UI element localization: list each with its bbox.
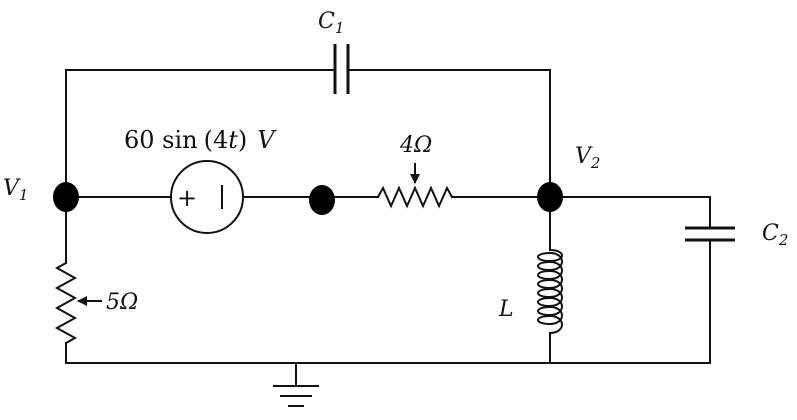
ground-symbol xyxy=(273,362,319,407)
r-shunt-label: 5Ω xyxy=(106,290,138,315)
capacitor-c1 xyxy=(333,44,350,94)
node-v2 xyxy=(537,182,563,212)
v2-label: V2 xyxy=(575,144,600,172)
source-label: 60 sin(4t)V xyxy=(124,126,277,154)
c2-label: C2 xyxy=(762,221,788,249)
right-wire xyxy=(549,196,711,364)
voltage-source: + xyxy=(170,160,244,234)
inductor-label: L xyxy=(498,297,514,322)
middle-wire xyxy=(65,185,551,209)
v1-label: V1 xyxy=(3,176,28,204)
top-wire xyxy=(65,69,551,196)
source-plus-sign: + xyxy=(177,184,197,212)
capacitor-c2 xyxy=(685,226,735,242)
r-series-label: 4Ω xyxy=(399,133,432,158)
resistor-5ohm xyxy=(54,196,78,364)
c1-label: C1 xyxy=(318,9,344,37)
inductor xyxy=(537,196,563,364)
node-middle xyxy=(309,185,335,215)
node-v1 xyxy=(53,182,79,212)
